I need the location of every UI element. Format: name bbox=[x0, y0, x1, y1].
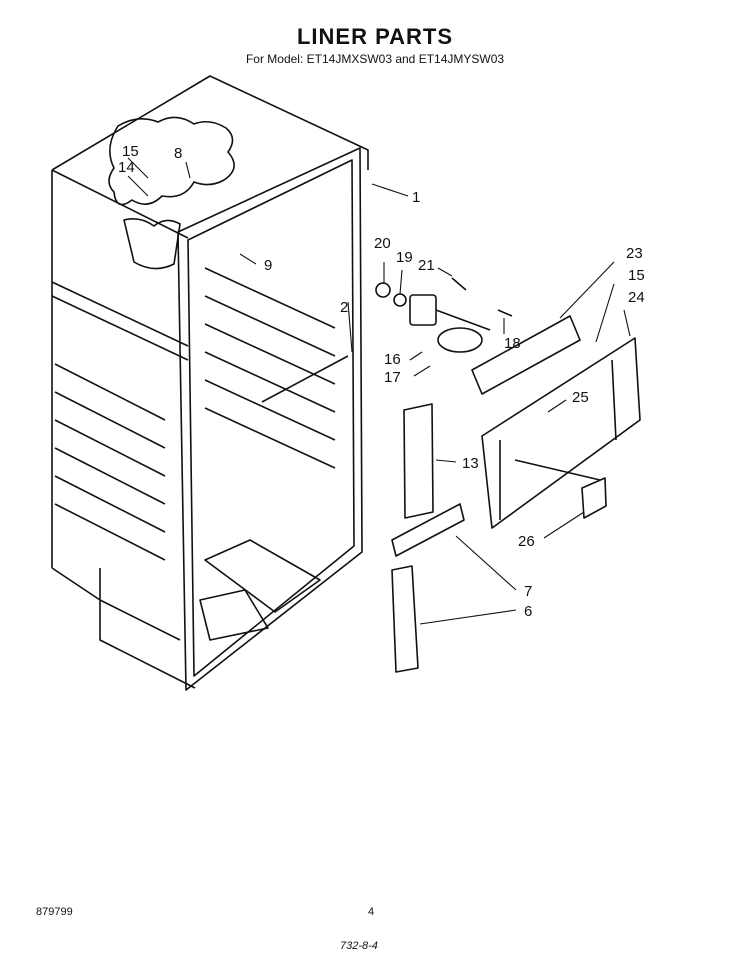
callout-15b: 15 bbox=[628, 267, 645, 284]
callout-26: 26 bbox=[518, 533, 535, 550]
callout-13: 13 bbox=[462, 455, 479, 472]
panel-13 bbox=[403, 403, 434, 519]
fan-motor-assembly bbox=[375, 277, 513, 353]
callout-19: 19 bbox=[396, 249, 413, 266]
document-id: 879799 bbox=[36, 906, 73, 918]
cutaway-top bbox=[108, 116, 235, 206]
callout-17: 17 bbox=[384, 369, 401, 386]
cover-plate-26 bbox=[581, 477, 607, 519]
callout-24: 24 bbox=[628, 289, 645, 306]
document-code: 732-8-4 bbox=[340, 940, 378, 952]
callout-9: 9 bbox=[264, 257, 272, 274]
callout-8: 8 bbox=[174, 145, 182, 162]
callout-14: 14 bbox=[118, 159, 135, 176]
bracket-7 bbox=[391, 503, 465, 557]
liner-front-frame bbox=[177, 147, 363, 691]
callout-7: 7 bbox=[524, 583, 532, 600]
evaporator-cover bbox=[471, 315, 641, 529]
callout-21: 21 bbox=[418, 257, 435, 274]
model-subtitle: For Model: ET14JMXSW03 and ET14JMYSW03 bbox=[245, 52, 505, 66]
callout-2: 2 bbox=[340, 299, 348, 316]
callout-15: 15 bbox=[122, 143, 139, 160]
cabinet-outline bbox=[51, 75, 369, 689]
duct-6 bbox=[391, 565, 419, 673]
crisper-tray bbox=[204, 539, 321, 613]
callout-25: 25 bbox=[572, 389, 589, 406]
callout-6: 6 bbox=[524, 603, 532, 620]
callout-23: 23 bbox=[626, 245, 643, 262]
shelf-supports bbox=[204, 267, 336, 469]
callout-16: 16 bbox=[384, 351, 401, 368]
callout-labels: 1 2 6 7 8 9 13 14 15 15 16 17 18 19 20 2… bbox=[118, 143, 645, 620]
shelf-rail bbox=[261, 355, 349, 403]
page-number: 4 bbox=[368, 906, 375, 918]
callout-1: 1 bbox=[412, 189, 420, 206]
callout-18: 18 bbox=[504, 335, 521, 352]
callout-20: 20 bbox=[374, 235, 391, 252]
page-title: LINER PARTS bbox=[296, 24, 454, 49]
